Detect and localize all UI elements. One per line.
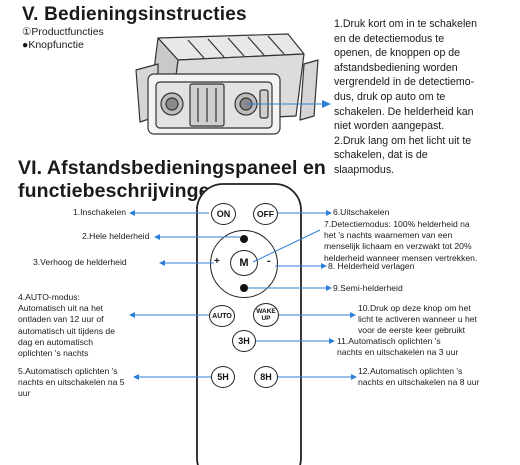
label-1-on: 1.Inschakelen — [73, 207, 127, 217]
label-11-3h: 11.Automatisch oplichten 's nachts en ui… — [337, 336, 459, 358]
section-6-title: VI. Afstandsbedieningspaneel en functieb… — [18, 157, 326, 202]
semi-brightness-dot[interactable] — [240, 284, 248, 292]
minus-button[interactable]: - — [267, 255, 271, 267]
label-9-semi-brightness: 9.Semi-helderheid — [333, 283, 403, 293]
button-instructions: 1.Druk kort om in te schakelen en de det… — [334, 18, 478, 176]
label-2-full-brightness: 2.Hele helderheid — [82, 231, 150, 241]
label-5-5h: 5.Automatisch oplichten 's nachts en uit… — [18, 366, 125, 399]
label-3-increase-brightness: 3.Verhoog de helderheid — [33, 257, 127, 267]
plus-button[interactable]: + — [214, 256, 220, 267]
5h-button[interactable]: 5H — [211, 366, 235, 388]
label-6-off: 6.Uitschakelen — [333, 207, 390, 217]
off-button[interactable]: OFF — [253, 203, 278, 225]
m-button[interactable]: M — [230, 250, 258, 276]
product-functions-label: ①Productfuncties — [22, 26, 104, 38]
on-button[interactable]: ON — [211, 203, 236, 225]
8h-button[interactable]: 8H — [254, 366, 278, 388]
label-10-wake-up: 10.Druk op deze knop om het licht te act… — [358, 303, 477, 336]
section-5-title: V. Bedieningsinstructies — [22, 4, 247, 25]
button-function-label: ●Knopfunctie — [22, 39, 84, 51]
callout-arrowhead — [322, 100, 331, 108]
label-12-8h: 12.Automatisch oplichten 's nachts en ui… — [358, 366, 480, 388]
floodlight-illustration — [135, 33, 328, 135]
label-8-decrease-brightness: 8. Helderheid verlagen — [328, 261, 415, 271]
label-7-detection-mode: 7.Detectiemodus: 100% helderheid na het … — [324, 219, 478, 263]
3h-button[interactable]: 3H — [232, 330, 256, 352]
auto-button[interactable]: AUTO — [209, 305, 235, 327]
full-brightness-dot[interactable] — [240, 235, 248, 243]
label-4-auto-mode: 4.AUTO-modus: Automatisch uit na het ont… — [18, 292, 115, 359]
